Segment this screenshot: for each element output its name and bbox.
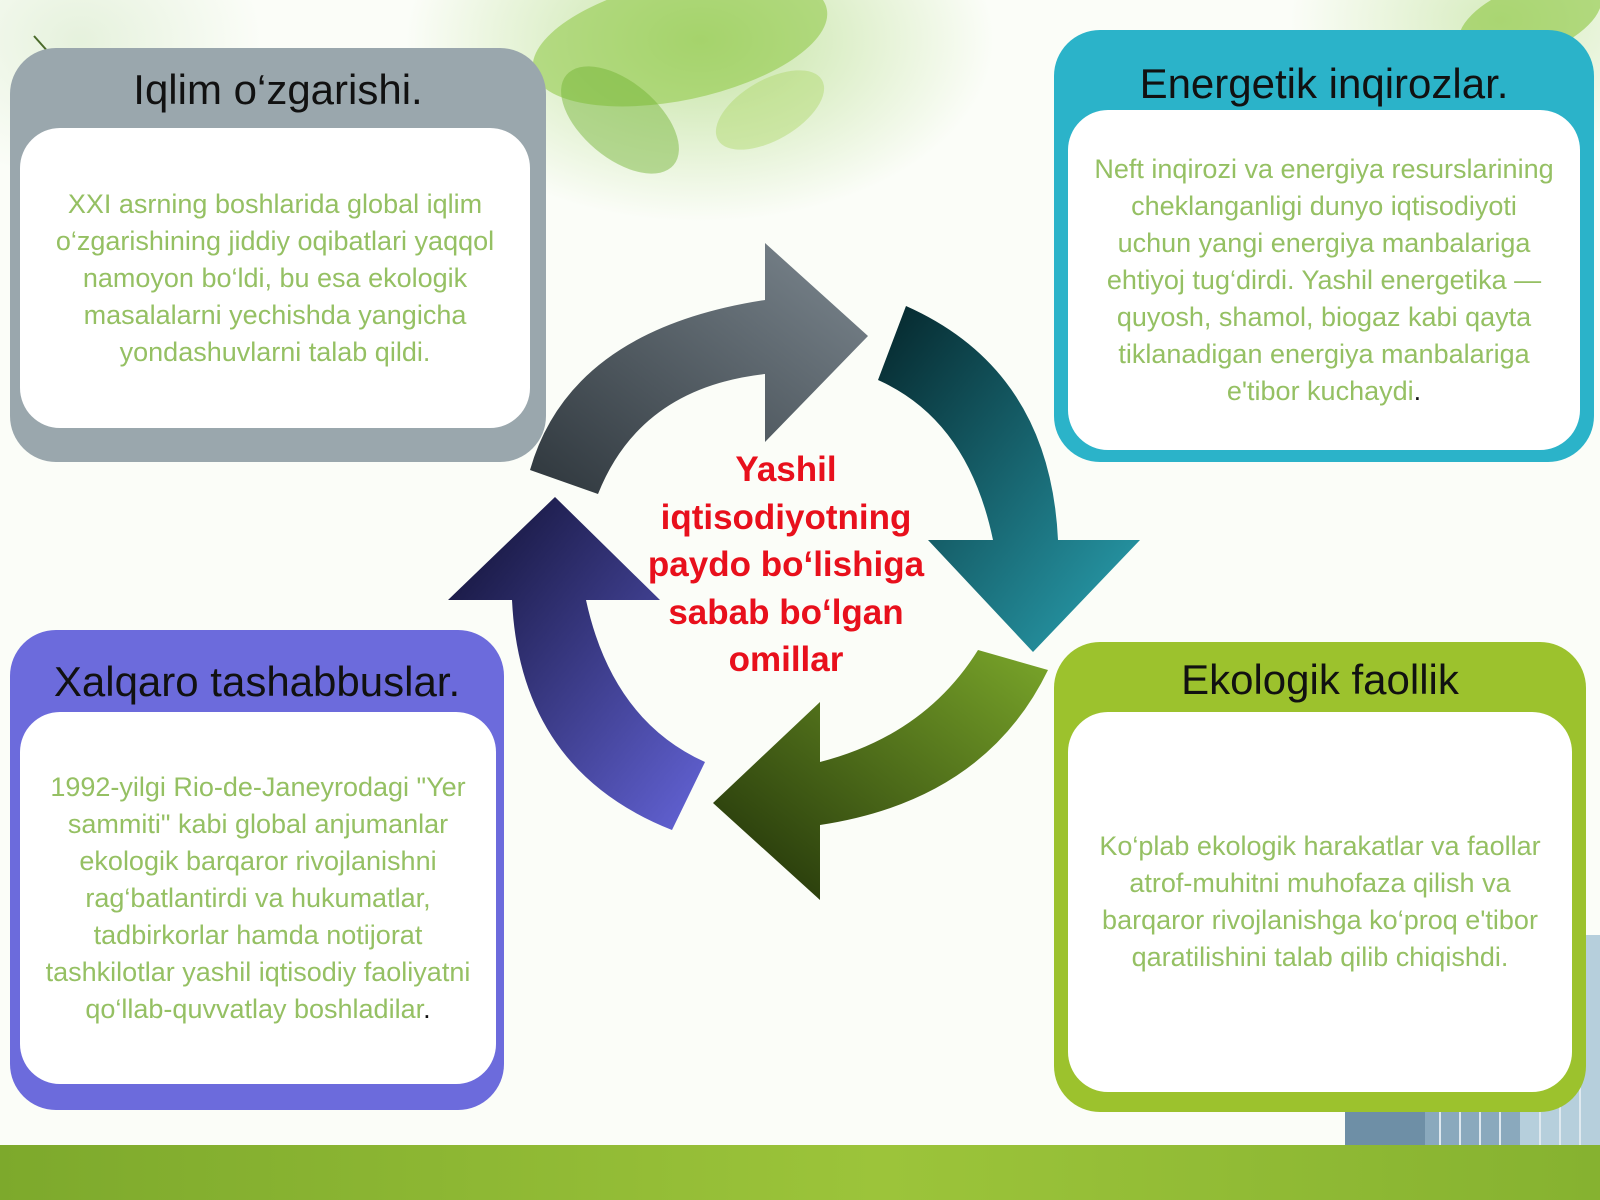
card-climate-title: Iqlim o‘zgarishi. bbox=[133, 66, 423, 113]
card-energy-body: Neft inqirozi va energiya resurslarining… bbox=[1094, 153, 1554, 406]
card-climate-body: XXI asrning boshlarida global iqlim o‘zg… bbox=[55, 188, 495, 367]
card-international-initiatives: Xalqaro tashabbuslar. 1992-yilgi Rio-de-… bbox=[10, 630, 504, 1110]
bottom-grass-band bbox=[0, 1145, 1600, 1200]
card-climate-inner-panel: XXI asrning boshlarida global iqlim o‘zg… bbox=[20, 128, 530, 428]
card-energy-crises: Energetik inqirozlar. Neft inqirozi va e… bbox=[1054, 30, 1594, 462]
arrow-bottom-green bbox=[713, 650, 1048, 900]
leaf-decoration-top-center bbox=[532, 0, 828, 174]
card-energy-inner-panel: Neft inqirozi va energiya resurslarining… bbox=[1068, 110, 1580, 450]
card-energy-trailing-dot: . bbox=[1413, 375, 1422, 406]
card-international-inner-panel: 1992-yilgi Rio-de-Janeyrodagi "Yer sammi… bbox=[20, 712, 496, 1084]
card-ecological-inner-panel: Ko‘plab ekologik harakatlar va faollar a… bbox=[1068, 712, 1572, 1092]
card-international-body-wrap: 1992-yilgi Rio-de-Janeyrodagi "Yer sammi… bbox=[44, 769, 472, 1028]
card-climate-change: Iqlim o‘zgarishi. XXI asrning boshlarida… bbox=[10, 48, 546, 462]
card-energy-body-wrap: Neft inqirozi va energiya resurslarining… bbox=[1092, 151, 1556, 410]
card-international-title: Xalqaro tashabbuslar. bbox=[53, 658, 461, 705]
arrow-top-grey bbox=[530, 243, 868, 494]
arrow-left-navy bbox=[448, 497, 705, 830]
card-ecological-body: Ko‘plab ekologik harakatlar va faollar a… bbox=[1099, 831, 1541, 972]
card-international-trailing-dot: . bbox=[423, 993, 431, 1024]
card-ecological-activism: Ekologik faollik Ko‘plab ekologik haraka… bbox=[1054, 642, 1586, 1112]
card-energy-title: Energetik inqirozlar. bbox=[1139, 60, 1509, 107]
arrow-right-teal bbox=[878, 306, 1140, 652]
card-ecological-title: Ekologik faollik bbox=[1181, 656, 1459, 703]
diagram-center-title: Yashil iqtisodiyotning paydo bo‘lishiga … bbox=[647, 450, 925, 679]
card-international-body: 1992-yilgi Rio-de-Janeyrodagi "Yer sammi… bbox=[45, 771, 471, 1024]
